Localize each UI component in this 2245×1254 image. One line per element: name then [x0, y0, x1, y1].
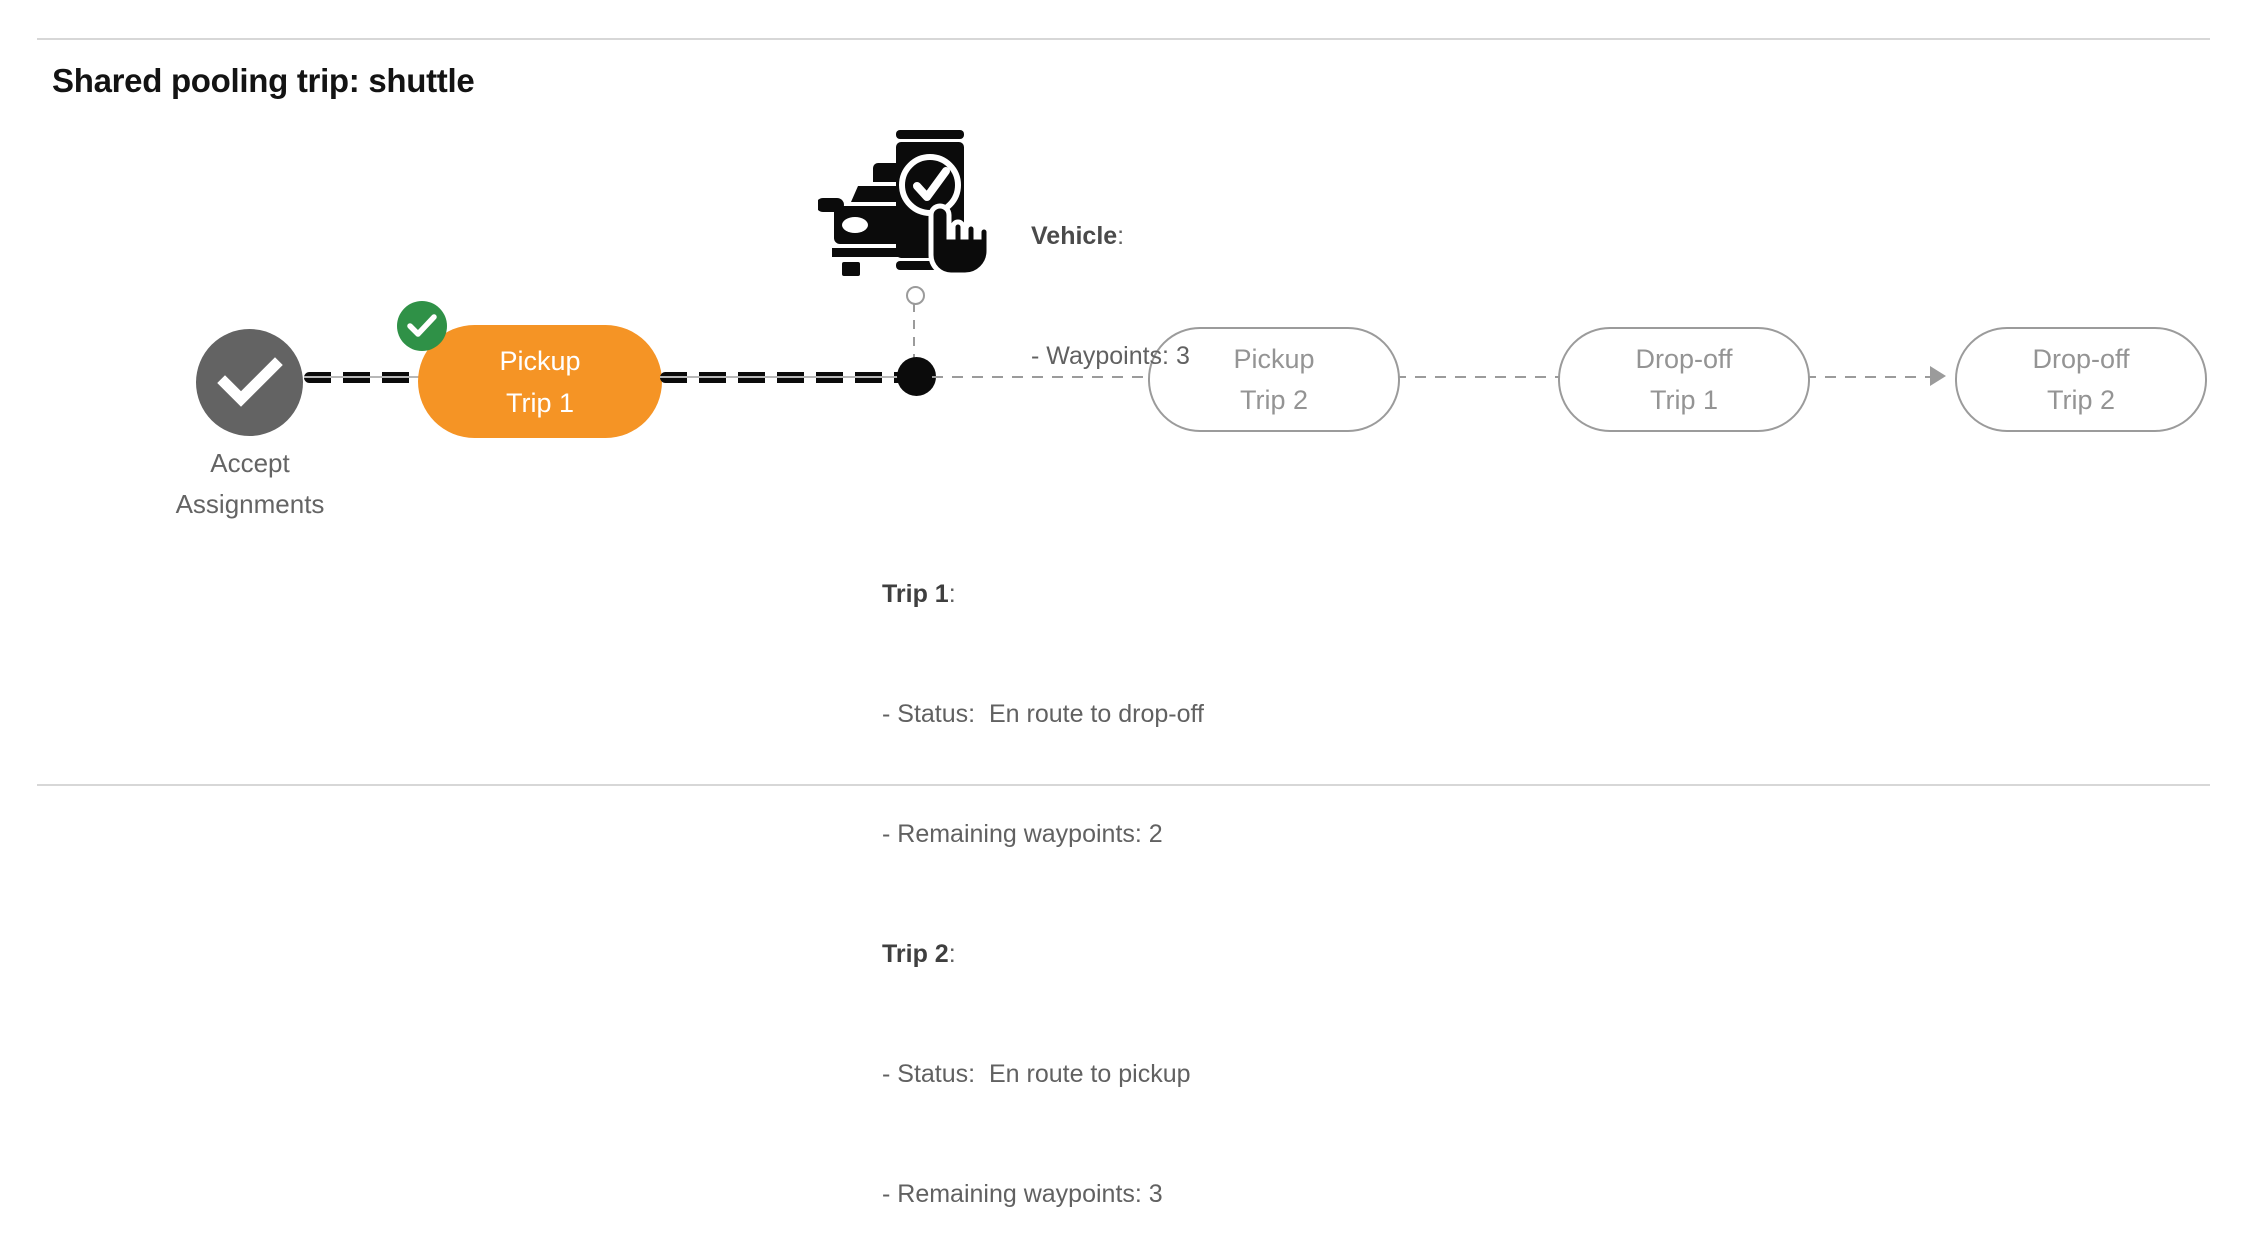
trip-2-status: - Status: En route to pickup — [882, 1060, 1191, 1088]
node-dropoff-trip-2[interactable]: Drop-off Trip 2 — [1955, 327, 2207, 432]
vehicle-info-heading: Vehicle: — [1031, 216, 1190, 256]
trip-flow-diagram: Accept Assignments Pickup Trip 1 Pickup … — [175, 286, 2207, 519]
page-title: Shared pooling trip: shuttle — [52, 62, 475, 99]
connector-dropoff1-to-dropoff2 — [1805, 376, 1935, 378]
accept-assignments-node[interactable] — [196, 329, 303, 436]
node-dropoff-trip-1-label: Drop-off Trip 1 — [1635, 343, 1733, 415]
vehicle-info-lead-suffix: : — [1117, 222, 1125, 250]
node-dropoff-trip-2-label: Drop-off Trip 2 — [2032, 343, 2130, 415]
vehicle-info-lead: Vehicle — [1031, 222, 1118, 250]
trip-details-block: Trip 1: - Status: En route to drop-off -… — [882, 494, 1204, 1254]
trip-1-heading: Trip 1: — [882, 574, 1204, 614]
trip-1-lead: Trip 1 — [882, 580, 949, 608]
node-pickup-trip-1-label: Pickup Trip 1 — [499, 345, 581, 418]
trip-1-lead-suffix: : — [948, 580, 956, 608]
anchor-circle-icon — [906, 286, 925, 305]
vehicle-info-block: Vehicle: - Waypoints: 3 — [1031, 136, 1190, 416]
vehicle-app-check-icon — [818, 130, 990, 278]
node-pickup-trip-2[interactable]: Pickup Trip 2 — [1148, 327, 1400, 432]
node-pickup-trip-2-label: Pickup Trip 2 — [1233, 343, 1315, 415]
connector-vehicle-to-pickup2 — [932, 376, 1150, 378]
vehicle-info-line: - Waypoints: 3 — [1031, 342, 1190, 370]
check-circle-icon — [217, 357, 283, 407]
bottom-divider — [37, 784, 2210, 786]
trip-2-lead: Trip 2 — [882, 940, 949, 968]
connector-accept-to-pickup1 — [304, 372, 419, 383]
top-divider — [37, 38, 2210, 40]
vehicle-tether-line — [913, 303, 915, 361]
position-dot-icon — [897, 357, 936, 396]
arrow-right-icon — [1930, 366, 1946, 386]
connector-pickup2-to-dropoff1 — [1395, 376, 1561, 378]
node-pickup-trip-1[interactable]: Pickup Trip 1 — [418, 325, 662, 438]
trip-2-heading: Trip 2: — [882, 934, 1204, 974]
accept-assignments-label: Accept Assignments — [175, 448, 325, 519]
check-badge-icon — [397, 301, 447, 351]
connector-pickup1-to-vehicle — [660, 372, 922, 383]
trip-1-remaining-waypoints: - Remaining waypoints: 2 — [882, 820, 1163, 848]
trip-1-status: - Status: En route to drop-off — [882, 700, 1204, 728]
trip-2-remaining-waypoints: - Remaining waypoints: 3 — [882, 1180, 1163, 1208]
node-dropoff-trip-1[interactable]: Drop-off Trip 1 — [1558, 327, 1810, 432]
trip-2-lead-suffix: : — [948, 940, 956, 968]
